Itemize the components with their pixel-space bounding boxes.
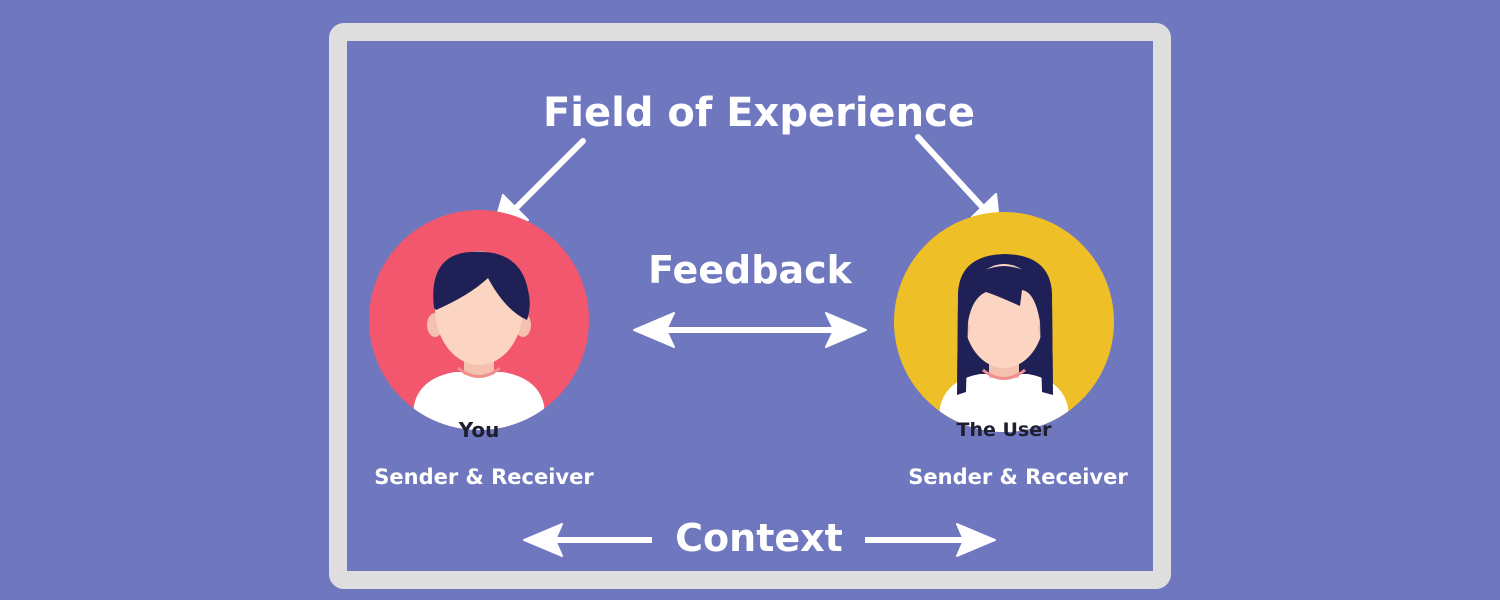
feedback-label: Feedback bbox=[648, 248, 853, 292]
sender-hair bbox=[433, 251, 530, 320]
context-arrow-right bbox=[865, 523, 996, 557]
receiver-avatar: The User bbox=[894, 212, 1114, 441]
sender-role: Sender & Receiver bbox=[374, 465, 594, 489]
receiver-hair-bangs bbox=[961, 266, 1047, 322]
feedback-arrow bbox=[633, 312, 867, 348]
sender-avatar: You bbox=[369, 210, 589, 442]
field-of-experience-title: Field of Experience bbox=[543, 90, 975, 136]
context-label: Context bbox=[675, 516, 843, 560]
sender-name: You bbox=[458, 418, 500, 442]
context-arrow-left bbox=[523, 523, 652, 557]
receiver-name: The User bbox=[957, 419, 1053, 441]
diagram-frame bbox=[329, 23, 1171, 589]
sender-shirt bbox=[408, 372, 550, 430]
receiver-role: Sender & Receiver bbox=[908, 465, 1128, 489]
receiver-shirt bbox=[934, 374, 1074, 432]
